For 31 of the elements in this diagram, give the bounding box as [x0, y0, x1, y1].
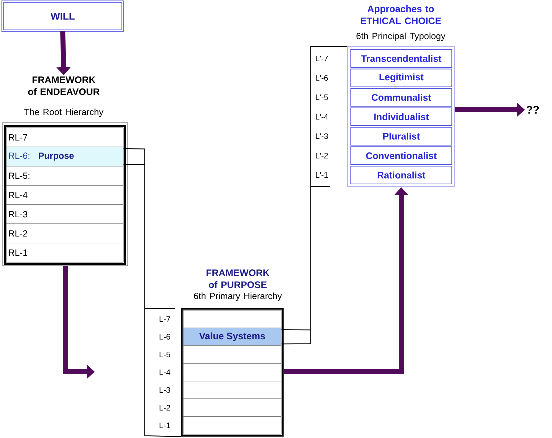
table-row: Value Systems [183, 328, 282, 346]
table-row [183, 346, 282, 364]
table-row: RL-5: [6, 166, 124, 186]
table-row [183, 416, 282, 435]
table-row [183, 363, 282, 382]
title-box: WILL [2, 0, 124, 32]
option-box: Communalist [350, 88, 452, 107]
table-row: RL-7 [6, 128, 124, 148]
table-row: RL-2 [6, 224, 124, 244]
subtitle: 6th Principal Typology [356, 32, 446, 42]
option-box: Legitimist [350, 68, 452, 88]
option-box: Rationalist [350, 166, 452, 185]
table-row: RL-4 [6, 185, 124, 206]
option-box: Conventionalist [350, 146, 452, 166]
heading: FRAMEWORK of ENDEAVOUR [28, 76, 100, 96]
subtitle: 6th Primary Hierarchy [194, 292, 282, 302]
table-row: RL-6: Purpose [6, 146, 124, 167]
heading: FRAMEWORK of PURPOSE [206, 270, 270, 288]
table-row: RL-3 [6, 204, 124, 224]
table-row: RL-1 [6, 243, 124, 263]
question-marks: ?? [526, 106, 540, 114]
bracket-line [123, 148, 182, 438]
table-row [183, 310, 282, 328]
option-box: Pluralist [350, 127, 452, 146]
table-row [183, 398, 282, 418]
table-row [183, 381, 282, 400]
subtitle: The Root Hierarchy [24, 108, 104, 118]
heading: Approaches to ETHICAL CHOICE [361, 6, 442, 24]
bracket-line [281, 46, 348, 345]
option-box: Individualist [350, 108, 452, 126]
option-box: Transcendentalist [350, 49, 452, 68]
